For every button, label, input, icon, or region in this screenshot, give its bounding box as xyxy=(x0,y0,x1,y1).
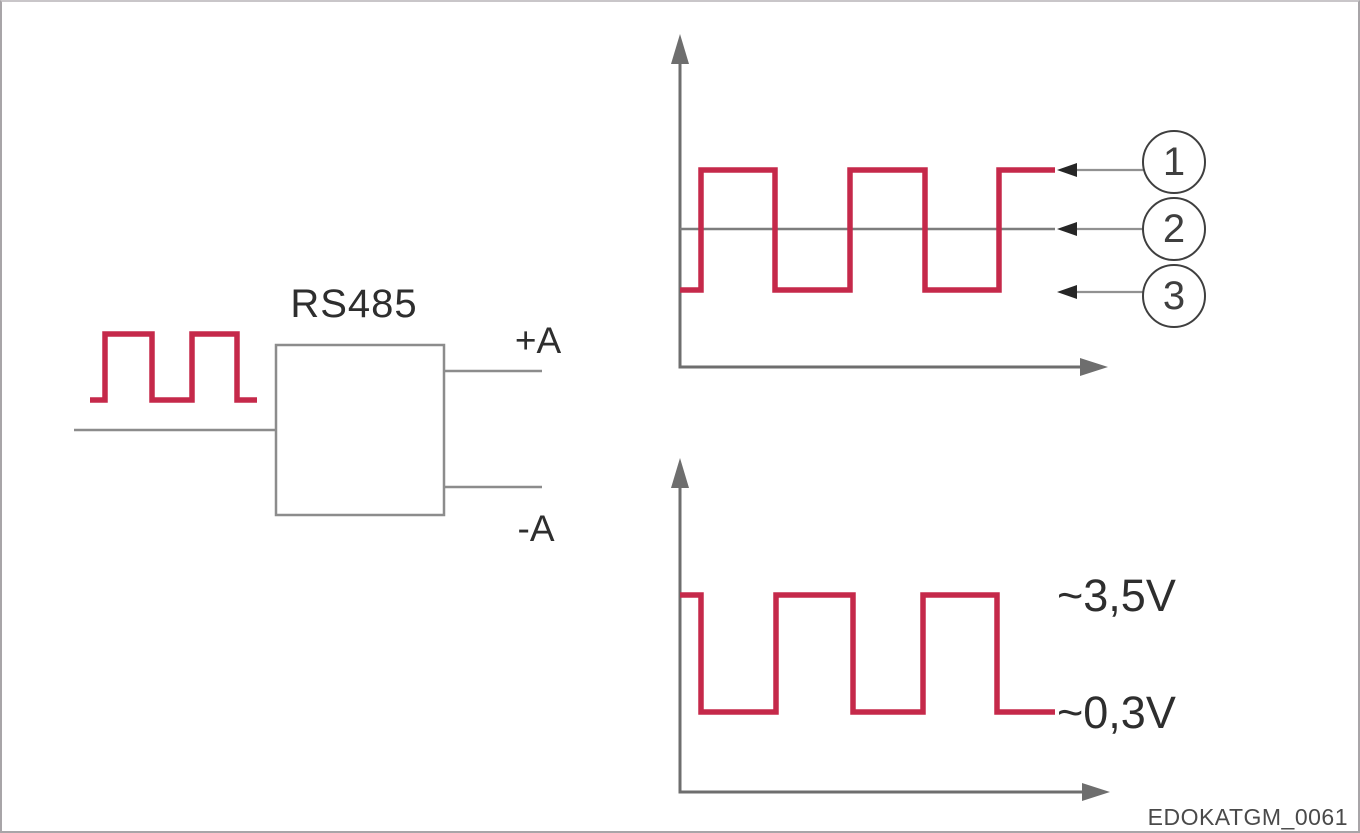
figure-id-text: EDOKATGM_0061 xyxy=(1147,804,1348,830)
callout-2-arrowhead xyxy=(1057,222,1077,236)
top-graph-signal-waveform xyxy=(680,167,1055,293)
callout-3-arrowhead xyxy=(1057,285,1077,299)
bottom-graph-signal-waveform xyxy=(680,592,1055,715)
callout-circle-3: 3 xyxy=(1142,264,1206,328)
rs485-chip-label: RS485 xyxy=(290,282,418,326)
callout-circle-1: 1 xyxy=(1142,130,1206,194)
input-signal-waveform xyxy=(90,331,257,403)
output-minus-a-label: -A xyxy=(517,508,555,549)
callout-circle-2: 2 xyxy=(1142,197,1206,261)
callout-1-number: 1 xyxy=(1162,139,1186,184)
callout-3-number: 3 xyxy=(1162,273,1186,318)
top-graph-y-axis-arrowhead xyxy=(671,34,689,64)
output-plus-a-label: +A xyxy=(514,320,562,361)
bottom-graph-x-axis-arrowhead xyxy=(1082,783,1110,801)
low-voltage-level-label: ~0,3V xyxy=(1057,687,1176,738)
rs485-box xyxy=(274,343,446,517)
bottom-graph-y-axis-arrowhead xyxy=(671,458,689,488)
callout-2-number: 2 xyxy=(1162,206,1186,251)
top-graph-x-axis-arrowhead xyxy=(1080,358,1108,376)
callout-1-arrowhead xyxy=(1057,163,1077,177)
high-voltage-level-label: ~3,5V xyxy=(1057,570,1176,621)
